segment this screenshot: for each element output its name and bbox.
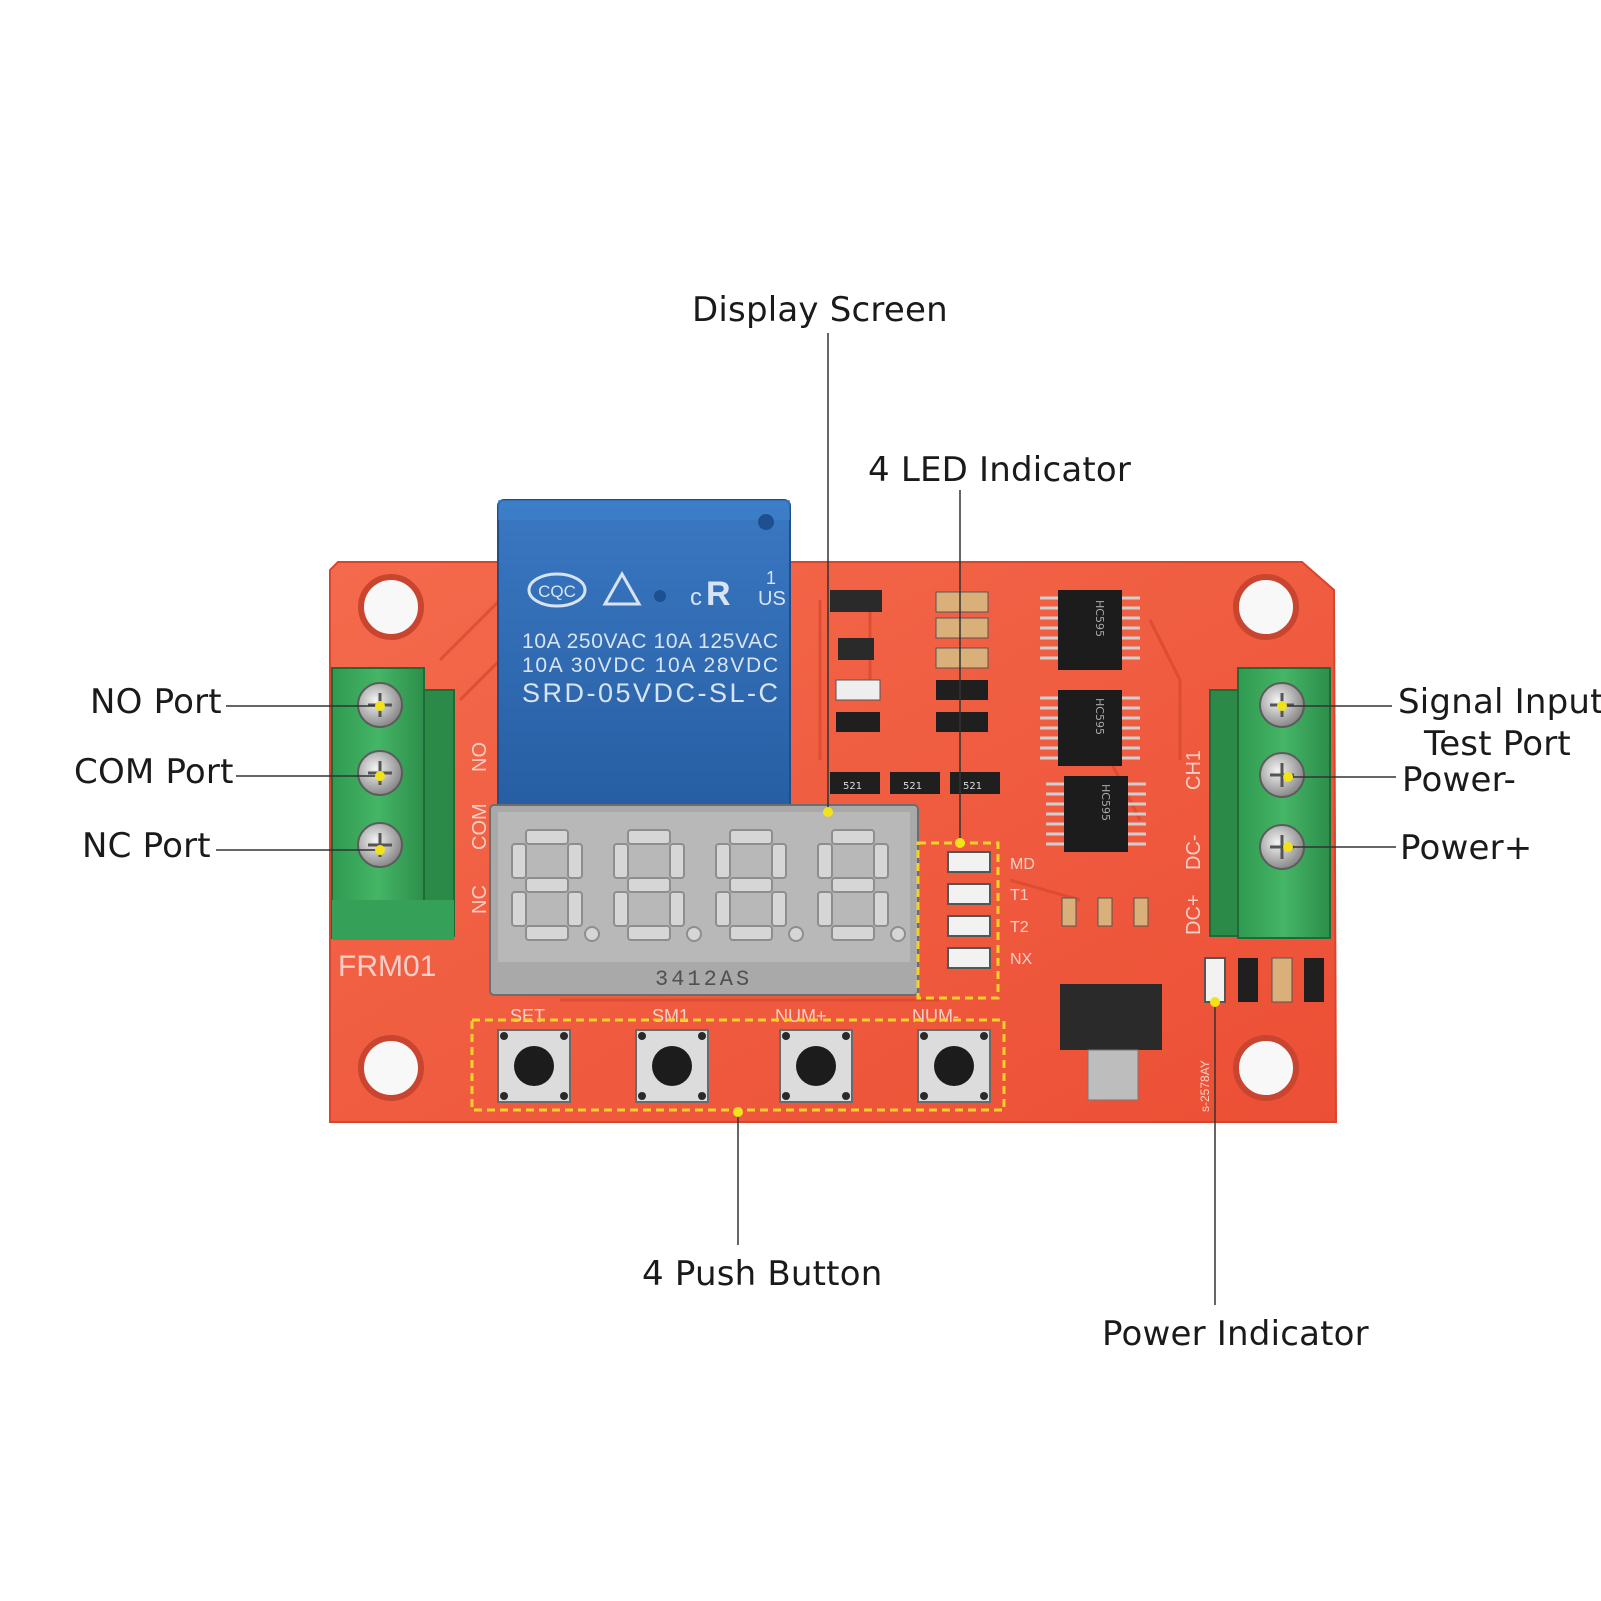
silk-com: COM <box>469 803 491 850</box>
relay-c-text: c <box>690 584 702 611</box>
digit-1-segment <box>511 843 527 879</box>
relay: CQC c R US 1 10A 250VAC 10A 125VAC 10A 3… <box>497 499 791 811</box>
silk-btn-num-minus: NUM- <box>912 1006 959 1026</box>
silk-led-nx: NX <box>1010 951 1033 968</box>
digit-1-segment <box>525 877 569 893</box>
digit-2-segment <box>627 925 671 941</box>
ic-label-1: HC595 <box>1093 600 1106 637</box>
callout-push-button: 4 Push Button <box>642 1254 883 1294</box>
ul-mark-icon: R <box>706 575 731 613</box>
digit-4-decimal-point <box>890 926 906 942</box>
led-indicators: MD T1 T2 NX <box>947 851 1035 969</box>
digit-1-segment <box>567 843 583 879</box>
silk-dc-minus: DC- <box>1183 834 1205 870</box>
display-part-number: 3412AS <box>655 967 752 992</box>
ic-chips: HC595 HC595 HC595 <box>1040 590 1162 1101</box>
callout-no-port: NO Port <box>90 682 222 722</box>
tactile-button-2 <box>635 1029 709 1103</box>
digit-2-decimal-point <box>686 926 702 942</box>
silk-nc: NC <box>469 885 491 914</box>
callout-display-screen: Display Screen <box>692 290 948 330</box>
silk-led-t1: T1 <box>1010 887 1029 904</box>
digit-3-decimal-point <box>788 926 804 942</box>
digit-1-segment <box>567 891 583 927</box>
relay-rating-line1: 10A 250VAC 10A 125VAC <box>522 630 778 653</box>
tactile-button-4 <box>917 1029 991 1103</box>
silk-ch1: CH1 <box>1183 750 1205 790</box>
digit-4-segment <box>831 829 875 845</box>
resistor-code-3: 521 <box>963 781 982 792</box>
digit-3-segment <box>771 891 787 927</box>
callout-leaders <box>216 333 1396 1305</box>
display-digits <box>511 829 906 942</box>
seven-segment-display: 3412AS <box>489 804 919 996</box>
digit-4-segment <box>817 891 833 927</box>
silk-model: FRM01 <box>338 950 436 983</box>
callout-signal-input: Signal Input <box>1398 682 1601 722</box>
power-indicator-led <box>1204 957 1324 1003</box>
callout-test-port: Test Port <box>1424 724 1571 764</box>
callout-led-indicator: 4 LED Indicator <box>868 450 1132 490</box>
digit-1-segment <box>525 925 569 941</box>
digit-2-segment <box>669 843 685 879</box>
right-terminal-block <box>1209 667 1331 939</box>
relay-us-text: US <box>758 588 786 610</box>
mounting-holes <box>358 574 1299 1101</box>
digit-2-segment <box>627 829 671 845</box>
relay-rating-line2: 10A 30VDC 10A 28VDC <box>522 654 778 677</box>
right-terminal-silk: CH1 DC- DC+ s-2578AY <box>1183 750 1212 1112</box>
callout-power-indicator: Power Indicator <box>1102 1314 1369 1354</box>
ic-label-3: HC595 <box>1099 784 1112 821</box>
digit-2-segment <box>669 891 685 927</box>
silk-btn-set: SET <box>510 1006 545 1026</box>
silk-side-mark: s-2578AY <box>1198 1060 1212 1112</box>
left-terminal-silk: NO COM NC FRM01 <box>338 742 491 983</box>
callout-dots <box>375 701 1293 1117</box>
digit-2-segment <box>613 891 629 927</box>
digit-4-segment <box>873 891 889 927</box>
resistor-code-1: 521 <box>843 781 862 792</box>
relay-1-text: 1 <box>766 568 776 588</box>
digit-4-segment <box>817 843 833 879</box>
ic-label-2: HC595 <box>1093 698 1106 735</box>
push-buttons: SET SM1 NUM+ NUM- <box>497 1006 991 1103</box>
silk-btn-num-plus: NUM+ <box>775 1006 827 1026</box>
silk-led-md: MD <box>1010 856 1035 873</box>
digit-4-segment <box>831 877 875 893</box>
callout-com-port: COM Port <box>74 752 234 792</box>
relay-model: SRD-05VDC-SL-C <box>522 678 778 708</box>
digit-1-segment <box>511 891 527 927</box>
tactile-button-3 <box>779 1029 853 1103</box>
digit-3-segment <box>715 843 731 879</box>
digit-1-decimal-point <box>584 926 600 942</box>
left-terminal-block <box>331 667 455 940</box>
silk-dc-plus: DC+ <box>1183 894 1205 935</box>
silk-no: NO <box>469 742 491 772</box>
silk-btn-sm1: SM1 <box>652 1006 689 1026</box>
callout-nc-port: NC Port <box>82 826 211 866</box>
digit-4-segment <box>873 843 889 879</box>
callout-power-plus: Power+ <box>1400 828 1533 868</box>
relay-cqc-text: CQC <box>538 582 576 601</box>
tactile-button-1 <box>497 1029 571 1103</box>
digit-2-segment <box>627 877 671 893</box>
digit-1-segment <box>525 829 569 845</box>
digit-3-segment <box>729 877 773 893</box>
digit-3-segment <box>729 925 773 941</box>
digit-4-segment <box>831 925 875 941</box>
silk-led-t2: T2 <box>1010 919 1029 936</box>
smd-components: 521 521 521 <box>830 590 1000 794</box>
digit-3-segment <box>729 829 773 845</box>
digit-2-segment <box>613 843 629 879</box>
digit-3-segment <box>771 843 787 879</box>
callout-power-minus: Power- <box>1402 760 1517 800</box>
digit-3-segment <box>715 891 731 927</box>
resistor-code-2: 521 <box>903 781 922 792</box>
